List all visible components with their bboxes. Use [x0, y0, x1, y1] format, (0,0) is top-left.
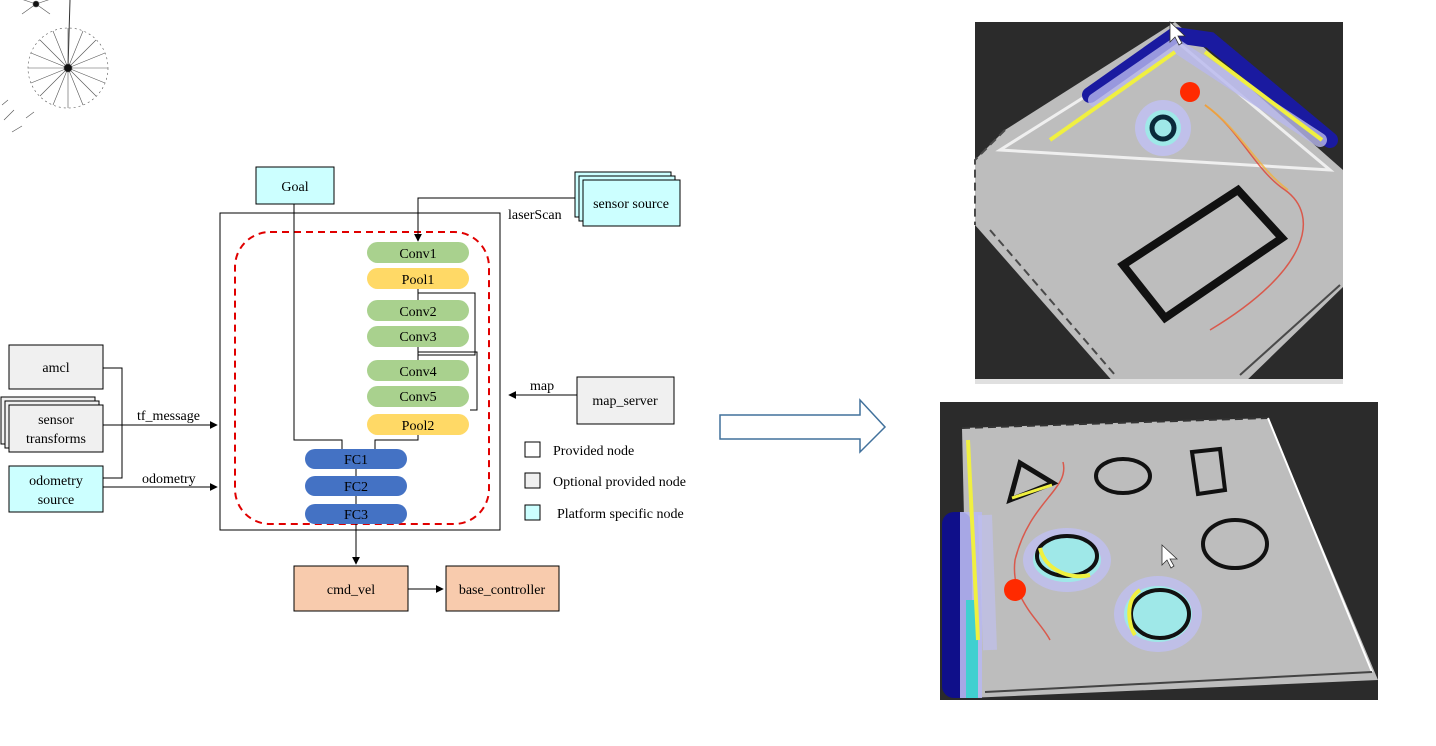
svg-text:Goal: Goal [281, 180, 308, 195]
conv1-layer: Conv1 [367, 242, 469, 263]
legend: Provided node Optional provided node Pla… [524, 441, 686, 522]
svg-text:sensor: sensor [38, 413, 74, 428]
pool2-layer: Pool2 [367, 414, 469, 435]
conv2-layer: Conv2 [367, 300, 469, 321]
residual-bracket-1 [418, 292, 476, 356]
svg-text:Pool1: Pool1 [402, 273, 435, 288]
residual-bracket-2 [418, 351, 478, 411]
big-right-arrow [719, 398, 887, 454]
legend-optional-label: Optional provided node [553, 475, 686, 490]
map-server-node: map_server [576, 376, 675, 425]
base-controller-node: base_controller [445, 565, 560, 612]
svg-text:Conv3: Conv3 [399, 330, 436, 345]
conv5-layer: Conv5 [367, 386, 469, 407]
fc3-layer: FC3 [305, 504, 407, 524]
svg-text:Conv1: Conv1 [399, 247, 436, 262]
goal-connector [293, 204, 343, 449]
odometry-label: odometry [142, 472, 196, 487]
svg-text:base_controller: base_controller [459, 583, 546, 598]
legend-platform-swatch [524, 504, 541, 521]
sensor-source-node: sensor source [574, 171, 681, 227]
legend-provided-label: Provided node [553, 444, 634, 459]
conv3-layer: Conv3 [367, 326, 469, 347]
legend-optional-swatch [524, 472, 541, 489]
costmap-screenshot-top [974, 21, 1343, 384]
cmd-vel-node: cmd_vel [293, 565, 409, 612]
svg-text:Conv5: Conv5 [399, 390, 436, 405]
svg-text:Conv4: Conv4 [399, 365, 436, 380]
odometry-source-node: odometry source [8, 465, 104, 513]
svg-text:FC2: FC2 [344, 480, 368, 495]
costmap-screenshot-bottom [940, 402, 1378, 700]
svg-text:sensor source: sensor source [593, 197, 669, 212]
fc1-layer: FC1 [305, 449, 407, 469]
legend-provided-swatch [524, 441, 541, 458]
fc2-layer: FC2 [305, 476, 407, 496]
svg-text:FC3: FC3 [344, 508, 368, 523]
goal-node: Goal [255, 166, 335, 205]
conv4-layer: Conv4 [367, 360, 469, 381]
network-dashed-region [234, 231, 490, 525]
laserscan-connector [414, 197, 575, 242]
svg-text:cmd_vel: cmd_vel [327, 583, 375, 598]
laserscan-label: laserScan [508, 208, 562, 223]
legend-platform-label: Platform specific node [557, 507, 684, 522]
amcl-connector [103, 367, 123, 479]
map-label: map [530, 379, 554, 394]
svg-text:map_server: map_server [592, 394, 658, 409]
sensor-transforms-node: sensor transforms [0, 396, 104, 453]
amcl-node: amcl [8, 344, 104, 390]
svg-text:odometry: odometry [29, 474, 83, 489]
pool1-layer: Pool1 [367, 268, 469, 289]
svg-text:source: source [38, 493, 75, 508]
network-container [219, 212, 501, 531]
svg-text:Pool2: Pool2 [402, 419, 435, 434]
svg-text:amcl: amcl [42, 361, 69, 376]
tf-message-label: tf_message [137, 409, 200, 424]
svg-text:Conv2: Conv2 [399, 305, 436, 320]
dandelion-decoration [1, 0, 109, 133]
svg-text:FC1: FC1 [344, 453, 368, 468]
svg-text:transforms: transforms [26, 432, 86, 447]
